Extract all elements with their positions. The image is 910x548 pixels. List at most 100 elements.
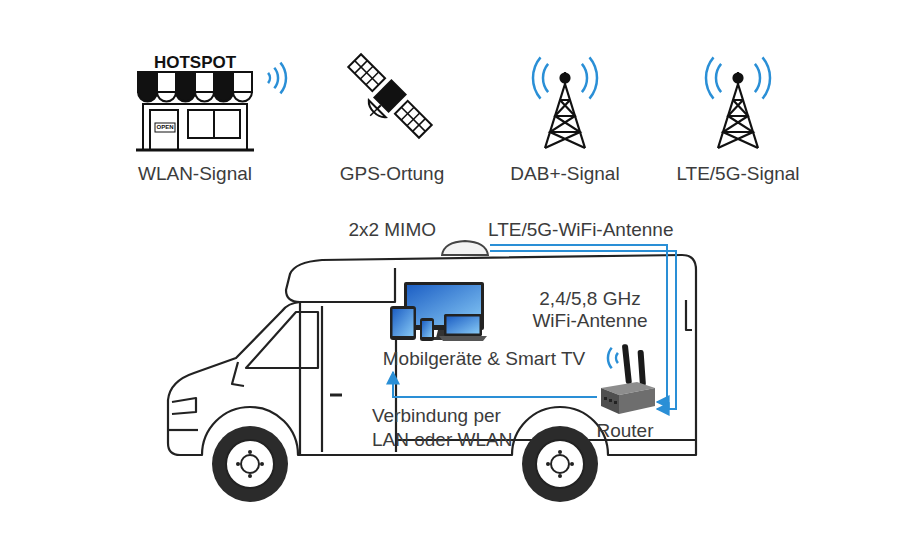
antenna-dome — [442, 241, 488, 255]
wheel — [522, 426, 598, 502]
device-icon — [390, 306, 416, 340]
signal-caption: DAB+-Signal — [475, 163, 655, 185]
camper-van — [246, 312, 318, 368]
wheel — [260, 462, 264, 466]
cell-tower — [718, 84, 758, 148]
wheel — [248, 474, 252, 478]
shop-icon — [143, 104, 247, 150]
dab-waves — [543, 64, 548, 92]
connector-label: Verbindung per LAN oder WLAN — [372, 404, 537, 452]
router-port — [604, 397, 607, 400]
cell-tower — [718, 100, 758, 148]
shop-icon — [150, 110, 178, 150]
shop-icon — [233, 92, 252, 102]
shop-icon — [176, 72, 195, 92]
satellite-icon — [365, 100, 385, 120]
shop-icon — [214, 92, 233, 102]
satellite-icon — [377, 105, 381, 109]
shop-icon — [138, 72, 157, 92]
radio-tower — [545, 72, 585, 148]
lte-waves — [706, 57, 714, 98]
router-box — [601, 388, 619, 414]
wheel — [522, 426, 598, 502]
dab-waves — [590, 57, 598, 98]
dab-waves — [533, 57, 597, 98]
device-icons — [390, 282, 487, 341]
router-port — [614, 401, 617, 404]
wlan-waves — [268, 73, 270, 83]
device-icon — [422, 321, 432, 337]
device-caption: Mobilgeräte & Smart TV — [368, 348, 600, 370]
wheel — [546, 462, 550, 466]
device-icon — [447, 317, 480, 334]
camper-van — [330, 394, 342, 397]
signal-caption: GPS-Ortung — [302, 163, 482, 185]
wheel — [241, 455, 259, 473]
signal-caption: LTE/5G-Signal — [648, 163, 828, 185]
cell-tower — [734, 74, 743, 83]
wheel — [248, 450, 252, 454]
wlan-waves — [280, 63, 286, 94]
shop-icon — [138, 72, 252, 92]
router-box — [619, 388, 655, 414]
radio-tower — [561, 74, 570, 83]
router-antenna — [637, 350, 645, 386]
satellite-icon — [370, 109, 377, 116]
wheel — [236, 462, 240, 466]
shop-icon — [138, 92, 157, 102]
antenna-caption: 2x2 MIMO — [340, 219, 436, 241]
radio-tower — [545, 100, 585, 148]
cell-tower — [718, 72, 758, 148]
shop-icon — [213, 110, 215, 138]
wifi-waves — [608, 348, 618, 369]
shop-icon — [214, 72, 233, 92]
camper-van — [232, 362, 244, 386]
dab-waves — [582, 64, 587, 92]
router-box — [601, 382, 655, 414]
wheel — [558, 450, 562, 454]
antenna-dome: 2x2 MIMOLTE/5G-WiFi-Antenne — [440, 240, 490, 256]
shop-icon — [136, 72, 254, 150]
camper-van — [686, 300, 692, 330]
router-shape — [597, 378, 657, 416]
router-box: 2,4/5,8 GHz WiFi-AntenneRouter — [597, 378, 657, 416]
router-port — [609, 399, 612, 402]
shop-icon — [157, 92, 176, 102]
satellite-icon — [373, 79, 407, 113]
dome-shape — [440, 240, 490, 256]
wifi-waves — [608, 348, 612, 369]
satellite-icon — [335, 51, 435, 151]
satellite-icon — [395, 101, 432, 138]
wheel — [226, 440, 274, 488]
lte-waves — [706, 57, 770, 98]
radio-tower — [545, 84, 585, 148]
camper-van — [321, 306, 323, 452]
antenna-caption: 2,4/5,8 GHz WiFi-Antenne — [525, 288, 655, 332]
router-antenna — [622, 344, 632, 384]
shop-sign: HOTSPOT — [120, 52, 270, 74]
router-antenna — [622, 344, 646, 386]
shop-icon — [155, 123, 175, 132]
shop-icon — [136, 149, 254, 152]
wheel — [212, 426, 288, 502]
signal-caption: WLAN-Signal — [105, 163, 285, 185]
dab-waves — [533, 57, 541, 98]
camper-van — [168, 255, 696, 455]
door-sign: OPEN — [155, 123, 175, 132]
cable-connector — [490, 251, 676, 409]
wheel — [570, 462, 574, 466]
device-icon — [439, 336, 487, 341]
wheel — [558, 474, 562, 478]
shop-icon — [195, 92, 214, 102]
connector-layer — [393, 245, 676, 409]
camper-van — [299, 302, 301, 455]
shop-icon — [188, 110, 240, 138]
camper-van — [172, 398, 196, 414]
lte-waves — [755, 64, 760, 92]
shop-icon — [176, 92, 195, 102]
cable-connector — [490, 245, 667, 402]
cable-connector — [393, 372, 597, 397]
camper-van — [168, 429, 198, 431]
antenna-caption: LTE/5G-WiFi-Antenne — [488, 219, 703, 241]
